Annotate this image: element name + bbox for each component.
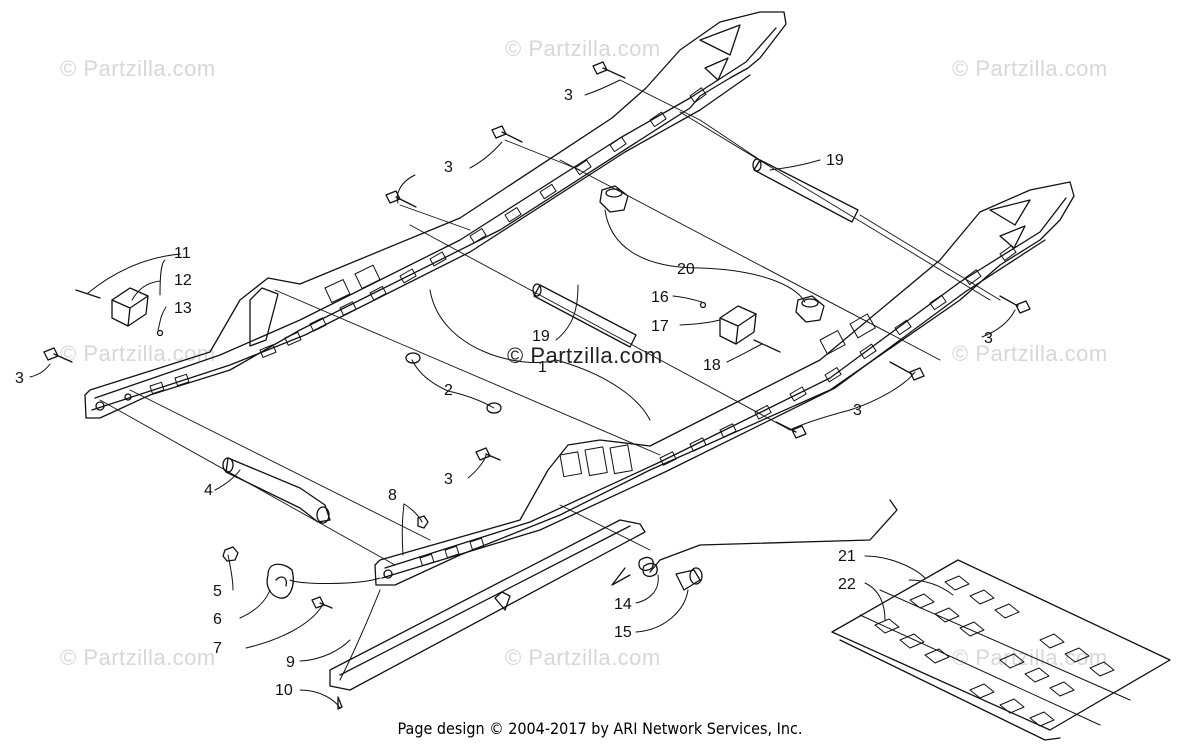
callout-9[interactable]: 9: [286, 654, 295, 671]
callout-4[interactable]: 4: [204, 482, 213, 499]
bushings: [405, 185, 825, 414]
copyright-footer: Page design © 2004-2017 by ARI Network S…: [397, 719, 803, 738]
wear-bar: [329, 519, 646, 710]
watermark: © Partzilla.com: [952, 56, 1108, 81]
callout-3[interactable]: 3: [15, 370, 24, 387]
right-rail: [374, 181, 1075, 586]
callout-19[interactable]: 19: [532, 328, 550, 345]
watermark: © Partzilla.com: [505, 36, 661, 61]
spring-rod: [611, 499, 898, 591]
callout-18[interactable]: 18: [703, 357, 721, 374]
callout-13[interactable]: 13: [174, 300, 192, 317]
callout-2[interactable]: 2: [444, 382, 453, 399]
callout-8[interactable]: 8: [388, 487, 397, 504]
callout-1[interactable]: 1: [538, 359, 547, 376]
watermark: © Partzilla.com: [60, 56, 216, 81]
callout-3[interactable]: 3: [564, 87, 573, 104]
watermark: © Partzilla.com: [60, 645, 216, 670]
callout-16[interactable]: 16: [651, 289, 669, 306]
watermark: © Partzilla.com: [952, 341, 1108, 366]
callout-19[interactable]: 19: [826, 152, 844, 169]
callout-15[interactable]: 15: [614, 624, 632, 641]
callout-10[interactable]: 10: [275, 682, 293, 699]
callout-3[interactable]: 3: [444, 471, 453, 488]
callout-5[interactable]: 5: [213, 583, 222, 600]
callout-22[interactable]: 22: [838, 576, 856, 593]
callout-12[interactable]: 12: [174, 272, 192, 289]
watermark: © Partzilla.com: [505, 645, 661, 670]
callout-21[interactable]: 21: [838, 548, 856, 565]
callout-3[interactable]: 3: [853, 402, 862, 419]
track-section: [831, 559, 1171, 741]
bolts: [43, 61, 1031, 461]
left-rail: [84, 11, 787, 419]
watermark: © Partzilla.com: [60, 341, 216, 366]
idler-parts: [222, 515, 429, 609]
blocks-fasteners: [75, 287, 781, 353]
leader-lines: [29, 79, 1016, 709]
shafts: [222, 158, 859, 524]
callout-17[interactable]: 17: [651, 318, 669, 335]
callout-20[interactable]: 20: [677, 261, 695, 278]
watermark: © Partzilla.com: [952, 645, 1108, 670]
callout-14[interactable]: 14: [614, 596, 632, 613]
callout-6[interactable]: 6: [213, 611, 222, 628]
callout-3[interactable]: 3: [984, 330, 993, 347]
callout-7[interactable]: 7: [213, 640, 222, 657]
callout-3[interactable]: 3: [444, 159, 453, 176]
callout-11[interactable]: 11: [174, 245, 191, 262]
center-watermark: © Partzilla.com: [507, 343, 663, 368]
